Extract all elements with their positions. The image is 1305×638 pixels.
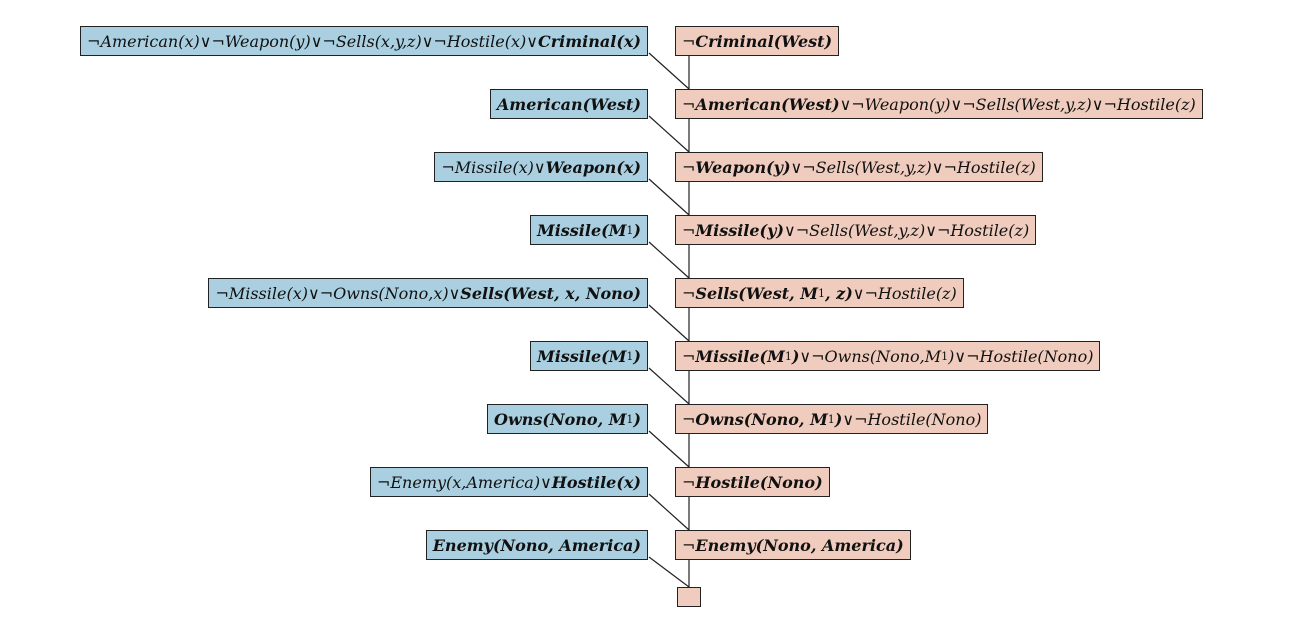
clause-text: ¬Enemy(x,America)∨ xyxy=(376,472,552,492)
kb-resolution-edge xyxy=(648,304,690,342)
clause-text: ¬American(x)∨¬Weapon(y)∨¬Sells(x,y,z)∨¬H… xyxy=(87,31,538,51)
kb-resolution-edge xyxy=(648,493,690,531)
subscript: 1 xyxy=(784,349,792,363)
resolved-literal: Criminal(x) xyxy=(537,31,641,51)
resolved-literal: ) xyxy=(633,220,641,240)
goal-clause-box: ¬Criminal(West) xyxy=(675,26,840,56)
clause-text: ¬ xyxy=(682,346,696,366)
kb-resolution-edge xyxy=(648,241,690,279)
clause-text: ¬ xyxy=(682,472,696,492)
resolved-literal: ) xyxy=(633,346,641,366)
clause-text: ∨¬Owns(Nono,M xyxy=(799,346,942,366)
resolved-literal: Weapon(x) xyxy=(545,157,641,177)
resolved-literal: Owns(Nono, M xyxy=(695,409,828,429)
kb-resolution-edge xyxy=(648,52,690,90)
kb-resolution-edge xyxy=(648,430,690,468)
kb-clause-box: ¬Enemy(x,America)∨Hostile(x) xyxy=(369,467,648,497)
goal-clause-box: ¬Hostile(Nono) xyxy=(675,467,830,497)
subscript: 1 xyxy=(626,349,634,363)
kb-clause-box: ¬Missile(x)∨¬Owns(Nono,x)∨Sells(West, x,… xyxy=(208,278,648,308)
kb-resolution-edge xyxy=(648,178,690,216)
resolved-literal: Enemy(Nono, America) xyxy=(695,535,904,555)
clause-text: ¬ xyxy=(682,535,696,555)
goal-clause-box: ¬Weapon(y)∨¬Sells(West,y,z)∨¬Hostile(z) xyxy=(675,152,1043,182)
subscript: 1 xyxy=(626,223,634,237)
resolved-literal: Weapon(y) xyxy=(695,157,791,177)
resolved-literal: Sells(West, x, Nono) xyxy=(460,283,641,303)
kb-clause-box: ¬American(x)∨¬Weapon(y)∨¬Sells(x,y,z)∨¬H… xyxy=(80,26,648,56)
clause-text: ¬ xyxy=(682,283,696,303)
empty-clause-box xyxy=(677,587,701,607)
resolved-literal: Enemy(Nono, America) xyxy=(432,535,641,555)
resolved-literal: ) xyxy=(834,409,843,429)
kb-clause-box: ¬Missile(x)∨Weapon(x) xyxy=(434,152,648,182)
clause-text: ¬ xyxy=(682,31,696,51)
goal-clause-box: ¬American(West)∨¬Weapon(y)∨¬Sells(West,y… xyxy=(675,89,1203,119)
clause-text: ∨¬Sells(West,y,z)∨¬Hostile(z) xyxy=(783,220,1030,240)
resolved-literal: , z) xyxy=(824,283,853,303)
clause-text: ∨¬Weapon(y)∨¬Sells(West,y,z)∨¬Hostile(z) xyxy=(839,94,1196,114)
resolved-literal: Missile(M xyxy=(537,220,627,240)
kb-resolution-edge xyxy=(648,367,690,405)
goal-clause-box: ¬Missile(y)∨¬Sells(West,y,z)∨¬Hostile(z) xyxy=(675,215,1037,245)
resolved-literal: Hostile(x) xyxy=(551,472,641,492)
resolved-literal: American(West) xyxy=(496,94,641,114)
kb-clause-box: Enemy(Nono, America) xyxy=(425,530,648,560)
subscript: 1 xyxy=(817,286,825,300)
kb-resolution-edge xyxy=(648,115,690,153)
subscript: 1 xyxy=(941,349,949,363)
resolved-literal: ) xyxy=(633,409,641,429)
resolved-literal: Sells(West, M xyxy=(695,283,818,303)
clause-text: ∨¬Hostile(z) xyxy=(852,283,957,303)
resolved-literal: ) xyxy=(791,346,800,366)
subscript: 1 xyxy=(827,412,835,426)
resolved-literal: Criminal(West) xyxy=(695,31,833,51)
resolved-literal: Owns(Nono, M xyxy=(494,409,627,429)
resolved-literal: Missile(M xyxy=(537,346,627,366)
resolved-literal: Hostile(Nono) xyxy=(695,472,823,492)
kb-clause-box: American(West) xyxy=(489,89,648,119)
clause-text: ¬Missile(x)∨ xyxy=(441,157,546,177)
clause-text: ∨¬Hostile(Nono) xyxy=(842,409,982,429)
clause-text: ∨¬Sells(West,y,z)∨¬Hostile(z) xyxy=(790,157,1036,177)
goal-clause-box: ¬Enemy(Nono, America) xyxy=(675,530,911,560)
resolved-literal: American(West) xyxy=(695,94,840,114)
clause-text: ¬ xyxy=(682,94,696,114)
clause-text: ¬ xyxy=(682,409,696,429)
resolved-literal: Missile(y) xyxy=(695,220,784,240)
kb-resolution-edge xyxy=(648,556,690,588)
clause-text: ¬Missile(x)∨¬Owns(Nono,x)∨ xyxy=(215,283,461,303)
clause-text: ¬ xyxy=(682,220,696,240)
clause-text: ¬ xyxy=(682,157,696,177)
subscript: 1 xyxy=(626,412,634,426)
resolved-literal: Missile(M xyxy=(695,346,785,366)
clause-text: )∨¬Hostile(Nono) xyxy=(948,346,1094,366)
